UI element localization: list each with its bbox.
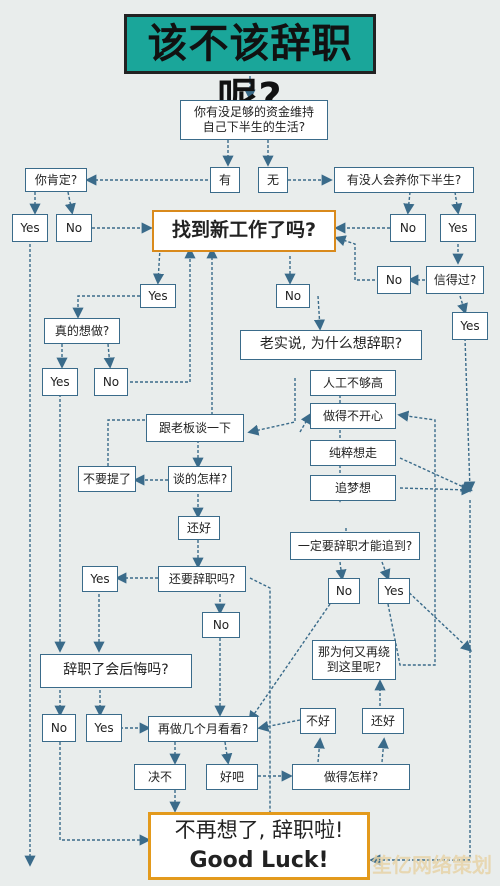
regret-yes: Yes [86, 714, 122, 742]
answer-have: 有 [210, 167, 240, 193]
believe-yes: Yes [452, 312, 488, 340]
answer-ok: 还好 [178, 516, 220, 540]
question-why: 老实说, 为什么想辞职? [240, 330, 422, 360]
reason-unhappy: 做得不开心 [310, 403, 396, 429]
question-new-job: 找到新工作了吗? [152, 210, 336, 252]
question-how-talk: 谈的怎样? [168, 466, 232, 492]
regret-no: No [42, 714, 76, 742]
watermark: 笙亿网络策划 [372, 853, 492, 877]
really-yes: Yes [42, 368, 78, 396]
question-still-quit: 还要辞职吗? [158, 566, 246, 592]
really-no: No [94, 368, 128, 396]
reason-dream: 追梦想 [310, 475, 396, 501]
final-line-1: 不再想了, 辞职啦! [174, 818, 344, 843]
new-job-no: No [276, 284, 310, 308]
question-detour: 那为何又再绕 到这里呢? [312, 640, 396, 680]
question-money: 你有没足够的资金维持 自己下半生的生活? [180, 100, 328, 140]
question-sure: 你肯定? [25, 168, 87, 192]
question-regret: 辞职了会后悔吗? [40, 654, 192, 688]
reason-pure: 纯粹想走 [310, 440, 396, 466]
answer-fine: 还好 [362, 708, 404, 734]
question-how-done: 做得怎样? [292, 764, 410, 790]
question-support: 有没人会养你下半生? [334, 167, 474, 193]
question-really: 真的想做? [44, 318, 120, 344]
support-yes: Yes [440, 214, 476, 242]
answer-none: 无 [258, 167, 288, 193]
final-line-2: Good Luck! [189, 848, 329, 874]
final-result: 不再想了, 辞职啦! Good Luck! [148, 812, 370, 880]
support-no: No [390, 214, 426, 242]
believe-no: No [377, 266, 411, 294]
answer-bad: 不好 [300, 708, 336, 734]
still-yes: Yes [82, 566, 118, 592]
sure-no: No [56, 214, 92, 242]
new-job-yes: Yes [140, 284, 176, 308]
talk-to-boss: 跟老板谈一下 [146, 414, 244, 442]
still-no: No [202, 612, 240, 638]
must-yes: Yes [378, 578, 410, 604]
question-believe: 信得过? [426, 266, 484, 294]
forget-it: 不要提了 [78, 466, 136, 492]
answer-never: 决不 [134, 764, 186, 790]
page-title: 该不该辞职呢? [124, 14, 376, 121]
reason-pay: 人工不够高 [310, 370, 396, 396]
sure-yes: Yes [12, 214, 48, 242]
question-few-months: 再做几个月看看? [148, 716, 258, 742]
question-must-quit: 一定要辞职才能追到? [290, 532, 420, 560]
answer-alright: 好吧 [206, 764, 258, 790]
must-no: No [328, 578, 360, 604]
